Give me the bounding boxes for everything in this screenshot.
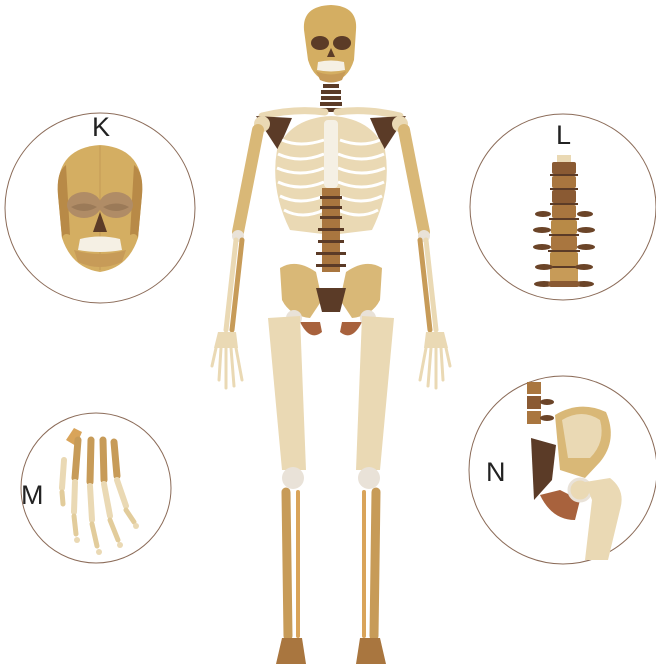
- label-n: N: [486, 459, 506, 486]
- cervical-spine: [320, 84, 342, 112]
- main-skeleton: [212, 5, 450, 664]
- label-l: L: [556, 122, 571, 149]
- left-clavicle: [262, 111, 325, 116]
- label-k: K: [92, 114, 110, 141]
- left-arm: [212, 130, 258, 388]
- left-leg: [268, 316, 306, 664]
- skull-icon: [58, 145, 143, 272]
- main-skull: [304, 5, 356, 83]
- right-arm: [404, 130, 450, 388]
- right-clavicle: [337, 111, 400, 116]
- right-leg: [356, 316, 394, 664]
- label-m: M: [21, 482, 44, 509]
